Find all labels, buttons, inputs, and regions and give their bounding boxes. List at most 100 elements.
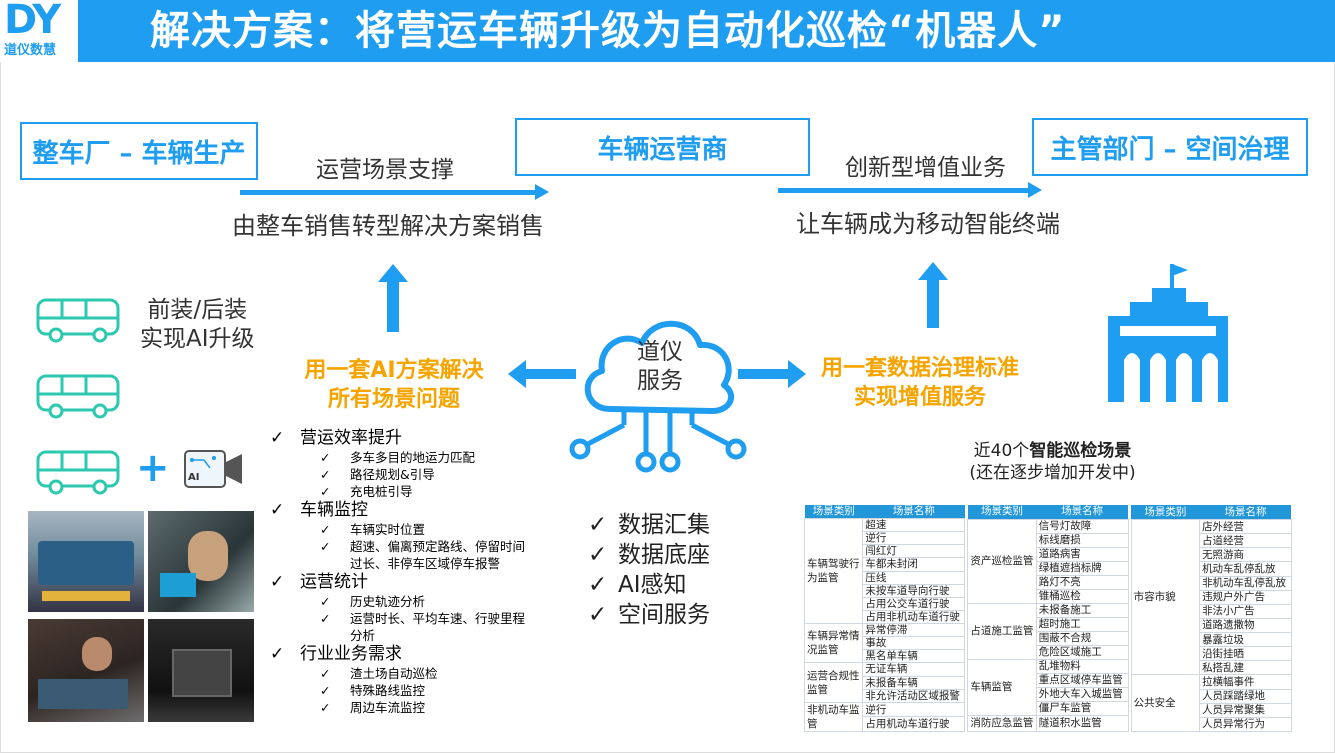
scene-name: 乱堆物料 bbox=[1035, 658, 1129, 674]
bus-icon bbox=[36, 298, 120, 343]
check-icon: ✓ bbox=[320, 539, 331, 554]
feature-group-label: 营运效率提升 bbox=[300, 428, 402, 448]
box-vehicle-factory: 整车厂 – 车辆生产 bbox=[20, 122, 258, 180]
scene-name: 无证车辆 bbox=[862, 662, 966, 677]
right-flow-line bbox=[778, 188, 1028, 193]
scene-name: 异常停滞 bbox=[862, 623, 966, 638]
check-icon: ✓ bbox=[320, 683, 331, 698]
table-row: 人员踩踏绿地 bbox=[1131, 688, 1292, 704]
feature-group-label: 运营统计 bbox=[300, 572, 368, 592]
table-row: 车辆驾驶行为监管超速 bbox=[804, 518, 966, 625]
scene-category: 车辆监管 bbox=[967, 658, 1037, 716]
bus-icon bbox=[36, 374, 120, 419]
bus-caption-line1: 前装/后装 bbox=[147, 297, 248, 323]
table-row: 黑名单车辆 bbox=[805, 649, 966, 664]
scene-name: 拉横幅事件 bbox=[1199, 674, 1292, 690]
center-list-item: ✓AI感知 bbox=[588, 570, 710, 600]
table-row: 占用机动车道行驶 bbox=[805, 716, 966, 732]
table-row: 机动车乱停乱放 bbox=[1131, 561, 1292, 577]
center-list-item: ✓数据底座 bbox=[588, 540, 710, 570]
feature-item-label: 渣土场自动巡检 bbox=[350, 666, 438, 681]
scene-table-header-cell: 场景类别 bbox=[1131, 505, 1200, 520]
right-flow-above: 创新型增值业务 bbox=[845, 155, 1006, 181]
scene-name: 道路遗撒物 bbox=[1199, 617, 1292, 634]
check-icon: ✓ bbox=[588, 572, 608, 598]
feature-item: ✓运营时长、平均车速、行驶里程 bbox=[270, 610, 570, 627]
scene-category: 消防应急监管 bbox=[967, 714, 1037, 732]
feature-item: ✓多车多目的地运力匹配 bbox=[270, 449, 570, 466]
scene-category: 车辆异常情况监管 bbox=[804, 623, 864, 664]
table-row: 占用公交车道行驶 bbox=[805, 596, 966, 611]
scene-caption-main: 近40个智能巡检场景 bbox=[940, 440, 1165, 462]
table-row: 消防应急监管隧道积水监管 bbox=[967, 714, 1129, 732]
scene-table-header-cell: 场景类别 bbox=[967, 505, 1037, 520]
scene-name: 锥桶巡检 bbox=[1035, 588, 1129, 604]
scene-name: 未按车道导向行驶 bbox=[862, 583, 966, 598]
scene-name: 道路病害 bbox=[1035, 546, 1129, 562]
scene-table-header-cell: 场景名称 bbox=[1036, 505, 1129, 520]
scene-table-header-cell: 场景名称 bbox=[862, 505, 965, 519]
scene-name: 事故 bbox=[862, 636, 966, 651]
feature-list: ✓营运效率提升✓多车多目的地运力匹配✓路径规划&引导✓充电桩引导✓车辆监控✓车辆… bbox=[270, 428, 570, 716]
feature-item-label: 分析 bbox=[350, 628, 376, 643]
check-icon: ✓ bbox=[270, 500, 285, 520]
feature-item-label: 历史轨迹分析 bbox=[350, 594, 426, 609]
check-icon: ✓ bbox=[270, 428, 285, 448]
scene-name: 占用机动车道行驶 bbox=[862, 716, 966, 732]
feature-item-label: 过长、非停车区域停车报警 bbox=[350, 556, 501, 571]
scene-caption: 近40个智能巡检场景 (还在逐步增加开发中) bbox=[940, 440, 1165, 484]
arrow-up-icon bbox=[378, 264, 408, 332]
feature-item-label: 超速、偏离预定路线、停留时间 bbox=[350, 539, 526, 554]
arrow-up-icon bbox=[918, 262, 948, 328]
scene-caption-sub: (还在逐步增加开发中) bbox=[969, 463, 1136, 483]
table-row: 市容市貌店外经营 bbox=[1130, 519, 1292, 676]
feature-item-label: 充电桩引导 bbox=[350, 484, 413, 499]
scene-table-header: 场景类别场景名称 bbox=[1131, 505, 1292, 520]
check-icon: ✓ bbox=[588, 512, 608, 538]
scene-name: 机动车乱停乱放 bbox=[1199, 561, 1292, 577]
cloud-label-line1: 道仪 bbox=[637, 339, 683, 365]
header-bar bbox=[0, 0, 1335, 62]
scene-name: 非机动车乱停乱放 bbox=[1199, 575, 1292, 591]
scene-table-header-cell: 场景名称 bbox=[1199, 505, 1292, 520]
logo-letters: DY bbox=[4, 0, 61, 43]
check-icon: ✓ bbox=[320, 666, 331, 681]
photo-equipment bbox=[148, 619, 254, 722]
table-row: 公共安全拉横幅事件 bbox=[1130, 674, 1292, 732]
scene-name: 危险区域施工 bbox=[1035, 644, 1129, 660]
feature-item: ✓车辆实时位置 bbox=[270, 521, 570, 538]
right-flow-below: 让车辆成为移动智能终端 bbox=[796, 210, 1060, 238]
center-list-item: ✓ 数据汇集 bbox=[588, 510, 710, 540]
scene-name: 非法小广告 bbox=[1199, 603, 1292, 619]
feature-group-label: 行业业务需求 bbox=[300, 644, 402, 664]
feature-item-label: 特殊路线监控 bbox=[350, 683, 426, 698]
scene-category: 运营合规性监管 bbox=[804, 662, 864, 703]
scene-name: 黑名单车辆 bbox=[862, 649, 966, 664]
center-list-label: 数据底座 bbox=[618, 542, 710, 568]
scene-category: 占道施工监管 bbox=[967, 602, 1037, 660]
ai-camera-icon bbox=[184, 450, 242, 488]
feature-item: ✓路径规划&引导 bbox=[270, 466, 570, 483]
center-checklist: ✓数据汇集✓数据底座✓AI感知✓空间服务 bbox=[588, 510, 710, 630]
cloud-label: 道仪 服务 bbox=[622, 338, 698, 396]
scene-category: 车辆驾驶行为监管 bbox=[804, 518, 864, 625]
feature-item-label: 周边车流监控 bbox=[350, 700, 426, 715]
feature-item: ✓ 超速、偏离预定路线、停留时间 bbox=[270, 538, 570, 555]
table-row: 人员异常行为 bbox=[1131, 716, 1292, 732]
table-row: 车辆异常情况监管异常停滞 bbox=[804, 623, 966, 664]
scene-name: 占道经营 bbox=[1199, 533, 1292, 549]
scene-name: 隧道积水监管 bbox=[1035, 714, 1129, 732]
left-orange-line1: 用一套AI方案解决 bbox=[304, 358, 484, 383]
scene-category: 市容市貌 bbox=[1130, 519, 1201, 676]
feature-item-label: 车辆实时位置 bbox=[350, 522, 426, 537]
check-icon: ✓ bbox=[588, 602, 608, 628]
feature-item: ✓周边车流监控 bbox=[270, 699, 570, 716]
center-list-label: 数据汇集 bbox=[618, 512, 710, 538]
scene-name: 非允许活动区域报警 bbox=[862, 688, 966, 703]
scene-name: 占用非机动车道行驶 bbox=[862, 609, 966, 625]
scene-name: 重点区域停车监管 bbox=[1035, 672, 1129, 688]
table-row: 危险区域施工 bbox=[968, 644, 1129, 660]
scene-name: 人员异常聚集 bbox=[1199, 702, 1292, 718]
check-icon: ✓ bbox=[320, 467, 331, 482]
scene-name: 压线 bbox=[862, 570, 966, 585]
